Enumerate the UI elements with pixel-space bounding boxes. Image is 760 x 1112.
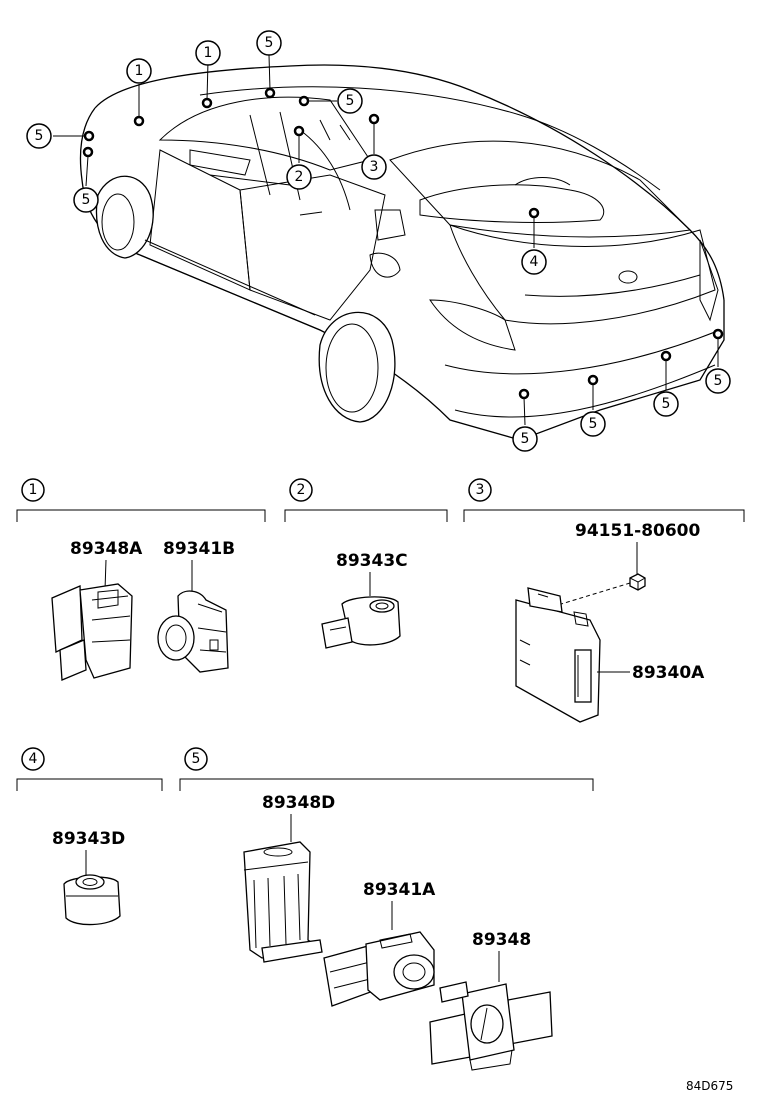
part-number-89343D[interactable]: 89343D xyxy=(52,829,125,849)
part-number-89348A[interactable]: 89348A xyxy=(70,539,143,559)
section-5-header: 5 xyxy=(179,747,594,791)
section-1-header: 1 xyxy=(16,478,266,522)
callout-number: 5 xyxy=(714,373,723,389)
callout-5-h[interactable]: 5 xyxy=(705,368,731,394)
section-3-header: 3 xyxy=(463,478,745,522)
diagram-code: 84D675 xyxy=(686,1079,733,1093)
callout-number: 5 xyxy=(521,431,530,447)
nut-94151-80600-drawing xyxy=(629,573,646,591)
section-number: 5 xyxy=(192,751,201,767)
part-number-89348D[interactable]: 89348D xyxy=(262,793,335,813)
section-4-header: 4 xyxy=(16,747,163,791)
part-number-94151-80600[interactable]: 94151-80600 xyxy=(575,521,701,541)
ecu-89340A-drawing xyxy=(515,587,601,723)
callout-5-c[interactable]: 5 xyxy=(26,123,52,149)
sensor-89341B-drawing xyxy=(157,590,229,673)
bracket-89348A-drawing xyxy=(51,583,133,681)
callout-5-f[interactable]: 5 xyxy=(580,411,606,437)
callout-1-a[interactable]: 1 xyxy=(126,58,152,84)
callout-number: 5 xyxy=(82,192,91,208)
sensor-89343C-drawing xyxy=(321,596,401,649)
callout-number: 3 xyxy=(370,159,379,175)
section-2-header: 2 xyxy=(284,478,448,522)
callout-number: 2 xyxy=(295,169,304,185)
section-number: 4 xyxy=(29,751,38,767)
callout-number: 5 xyxy=(662,396,671,412)
callout-number: 1 xyxy=(135,63,144,79)
callout-number: 5 xyxy=(35,128,44,144)
section-number: 3 xyxy=(476,482,485,498)
part-number-89341A[interactable]: 89341A xyxy=(363,880,436,900)
sensor-89341A-drawing xyxy=(323,931,435,1007)
callout-5-g[interactable]: 5 xyxy=(653,391,679,417)
bracket-89348-drawing xyxy=(429,981,553,1071)
callout-3[interactable]: 3 xyxy=(361,154,387,180)
bracket-89348D-drawing xyxy=(243,841,323,963)
sensor-89343D-drawing xyxy=(63,874,121,926)
part-number-89340A[interactable]: 89340A xyxy=(632,663,705,683)
part-number-89343C[interactable]: 89343C xyxy=(336,551,408,571)
callout-number: 5 xyxy=(265,35,274,51)
vehicle-illustration xyxy=(79,64,725,441)
callout-5-d[interactable]: 5 xyxy=(73,187,99,213)
part-number-89341B[interactable]: 89341B xyxy=(163,539,235,559)
callout-number: 4 xyxy=(530,254,539,270)
callout-number: 5 xyxy=(589,416,598,432)
callout-1-b[interactable]: 1 xyxy=(195,40,221,66)
callout-5-e[interactable]: 5 xyxy=(512,426,538,452)
section-number: 2 xyxy=(297,482,306,498)
callout-number: 1 xyxy=(204,45,213,61)
callout-5-b[interactable]: 5 xyxy=(337,88,363,114)
sensor-markers xyxy=(53,54,724,426)
section-number: 1 xyxy=(29,482,38,498)
callout-2[interactable]: 2 xyxy=(286,164,312,190)
callout-4[interactable]: 4 xyxy=(521,249,547,275)
callout-number: 5 xyxy=(346,93,355,109)
part-number-89348[interactable]: 89348 xyxy=(472,930,531,950)
callout-5-a[interactable]: 5 xyxy=(256,30,282,56)
